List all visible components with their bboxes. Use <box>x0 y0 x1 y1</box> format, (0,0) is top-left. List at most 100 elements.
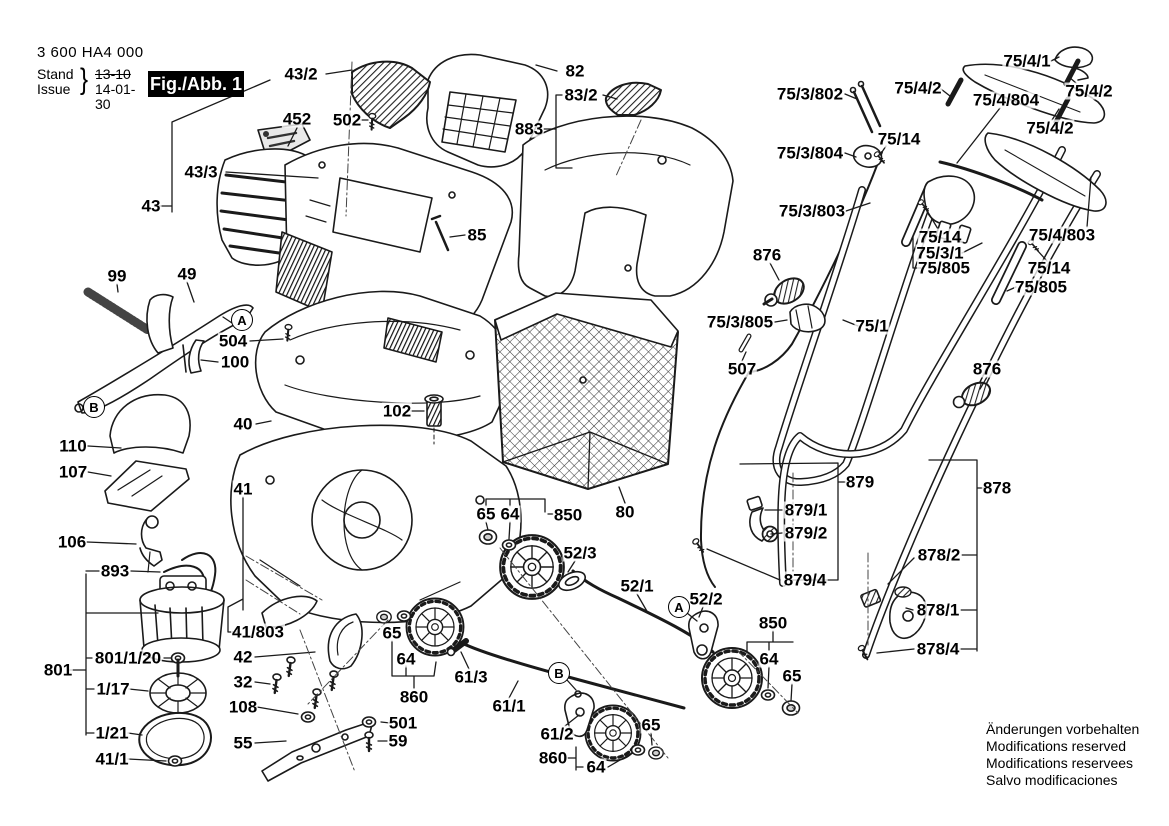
part-label: 61/2 <box>539 724 575 744</box>
pin-61-3 <box>446 638 469 657</box>
part-label: 504 <box>217 331 249 351</box>
part-label: 59 <box>387 731 409 751</box>
part-label: 99 <box>106 266 128 286</box>
screw-32 <box>283 655 297 678</box>
pin-507 <box>738 333 752 353</box>
part-label: 878 <box>981 478 1013 498</box>
part-label: 42 <box>232 647 254 667</box>
document-number: 3 600 HA4 000 <box>37 44 144 61</box>
part-label: 61/3 <box>453 667 489 687</box>
washer-64 <box>396 610 412 622</box>
part-label: 75/14 <box>917 227 963 247</box>
screws-75-4-2 <box>945 58 1081 125</box>
part-label: 43/2 <box>283 64 319 84</box>
fitting-878-2 <box>860 588 882 608</box>
deck-41 <box>230 424 522 624</box>
part-label: 75/3/1 <box>915 243 965 263</box>
revision-notice-line: Salvo modificaciones <box>986 772 1118 788</box>
link-52-3 <box>558 570 586 592</box>
part-label: 502 <box>331 110 363 130</box>
washer-501 <box>361 716 377 728</box>
part-label: 107 <box>57 462 89 482</box>
circled-letter-marker: A <box>668 596 690 618</box>
spring-99 <box>83 287 153 335</box>
part-label: 879/4 <box>782 570 828 590</box>
figure-label: Fig./Abb. 1 <box>148 71 244 97</box>
part-label: 100 <box>219 352 251 372</box>
part-label: 52/1 <box>619 576 655 596</box>
rear-cover-883 <box>517 115 734 298</box>
deflector-42 <box>327 613 363 670</box>
leader-lines <box>69 56 1092 771</box>
part-label: 75/4/804 <box>971 90 1041 110</box>
hubcap-65 <box>781 700 801 716</box>
part-label: 452 <box>281 109 313 129</box>
knob-876-right <box>952 381 992 409</box>
upper-handlebar-878 <box>862 170 1101 659</box>
title-block: 3 600 HA4 000 Stand Issue } 13-10 14-01-… <box>37 44 144 112</box>
part-label: 49 <box>176 264 198 284</box>
bracket-106 <box>139 515 163 573</box>
part-label: 75/3/803 <box>777 201 847 221</box>
part-label: 65 <box>781 666 803 686</box>
part-label: 878/1 <box>915 600 961 620</box>
part-label: 893 <box>99 561 131 581</box>
part-label: 75/3/805 <box>705 312 775 332</box>
part-label: 75/3/802 <box>775 84 845 104</box>
superseded-date: 13-10 <box>95 66 131 82</box>
handle-grip-83-2 <box>604 81 662 116</box>
motor-cover-top <box>426 53 549 168</box>
pins-75-3-802 <box>849 80 882 134</box>
part-label: 64 <box>585 757 607 777</box>
part-label: 879/2 <box>783 523 829 543</box>
part-label: 1/21 <box>94 723 130 743</box>
part-label: 110 <box>58 436 88 456</box>
part-label: 75/805 <box>917 258 971 278</box>
part-label: 75/14 <box>1026 258 1072 278</box>
washer-64 <box>760 689 776 701</box>
part-label: 883 <box>513 119 545 139</box>
part-label: 65 <box>475 504 497 524</box>
part-label: 32 <box>232 672 254 692</box>
part-label: 850 <box>757 613 789 633</box>
part-label: 1/17 <box>95 679 131 699</box>
part-label: 75/4/1 <box>1002 51 1052 71</box>
cover-110 <box>109 393 191 454</box>
screw-32 <box>269 672 283 695</box>
part-label: 75/4/2 <box>893 78 943 98</box>
part-label: 55 <box>232 733 254 753</box>
part-label: 64 <box>758 649 780 669</box>
part-label: 64 <box>395 649 417 669</box>
stand-label: Stand <box>37 66 74 82</box>
revision-notice-line: Änderungen vorbehalten <box>986 721 1140 737</box>
revision-notice-line: Modifications reserved <box>986 738 1127 754</box>
part-label: 82 <box>564 61 586 81</box>
part-label: 75/14 <box>876 129 922 149</box>
nut-879-2 <box>761 525 779 543</box>
part-label: 507 <box>726 359 758 379</box>
brace-glyph: } <box>80 63 89 96</box>
issue-label: Issue <box>37 81 71 97</box>
blade-55 <box>261 720 374 782</box>
washer-108 <box>300 711 316 723</box>
part-label: 64 <box>499 504 521 524</box>
arm-52-2 <box>688 610 719 660</box>
construction-lines <box>245 61 869 773</box>
part-label: 61/1 <box>491 696 527 716</box>
part-label: 801/1/20 <box>93 648 163 668</box>
clamp-75-3-805 <box>789 303 826 333</box>
part-label: 860 <box>537 748 569 768</box>
part-label: 106 <box>56 532 88 552</box>
upper-handlebar-879 <box>777 146 1066 587</box>
part-label: 40 <box>232 414 254 434</box>
part-label: 75/4/2 <box>1025 118 1075 138</box>
part-label: 878/4 <box>915 639 961 659</box>
part-label: 501 <box>387 713 419 733</box>
part-label: 75/1 <box>854 316 890 336</box>
part-label: 41/803 <box>231 622 285 642</box>
washer-41-1 <box>167 755 183 767</box>
washer-64 <box>630 744 646 756</box>
upper-chassis <box>275 142 514 333</box>
